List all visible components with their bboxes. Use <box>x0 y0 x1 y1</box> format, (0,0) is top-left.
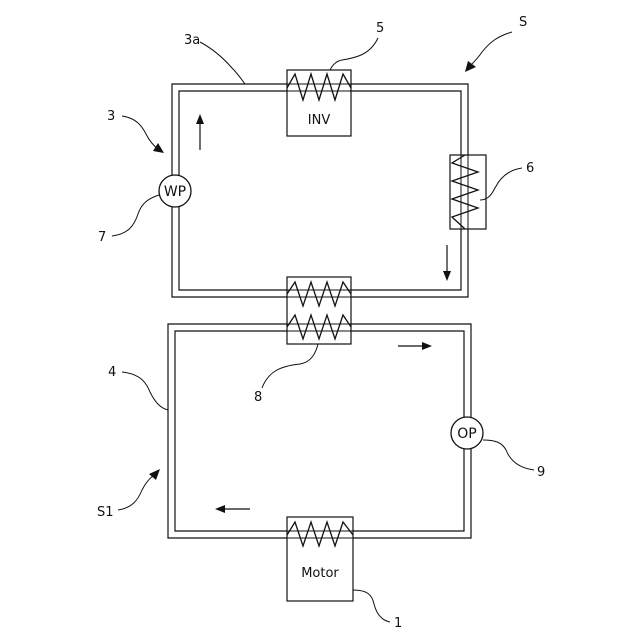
arrow-down-icon <box>443 245 451 281</box>
heater-block <box>450 155 486 229</box>
label-subsystem: S1 <box>97 505 114 520</box>
water-circuit-pointer-arrow-icon <box>122 116 164 153</box>
oil-pump: OP <box>451 417 483 449</box>
inverter-label: INV <box>308 113 331 128</box>
arrow-up-icon <box>196 114 204 150</box>
oil-pump-label: OP <box>457 426 476 442</box>
label-inverter-ref: 5 <box>376 21 384 36</box>
inverter-block: INV <box>287 70 351 136</box>
label-system: S <box>519 15 527 30</box>
label-water-circuit: 3 <box>107 109 115 124</box>
subsystem-pointer-arrow-icon <box>118 469 160 510</box>
arrow-left-icon <box>215 505 250 513</box>
heat-exchanger-block <box>287 277 351 344</box>
label-oil-circuit: 4 <box>108 365 116 380</box>
motor-block: Motor <box>287 517 353 601</box>
label-heater-ref: 6 <box>526 161 534 176</box>
label-motor-ref: 1 <box>394 616 402 631</box>
motor-label: Motor <box>301 566 339 581</box>
water-pump-label: WP <box>164 184 186 200</box>
label-oil-pump-ref: 9 <box>537 465 545 480</box>
arrow-right-icon <box>398 342 432 350</box>
label-water-pump-ref: 7 <box>98 230 106 245</box>
system-pointer-arrow-icon <box>465 32 512 72</box>
label-heat-exchanger-ref: 8 <box>254 390 262 405</box>
oil-circuit <box>168 324 471 538</box>
water-pump: WP <box>159 175 191 207</box>
label-water-pipe: 3a <box>184 33 200 48</box>
